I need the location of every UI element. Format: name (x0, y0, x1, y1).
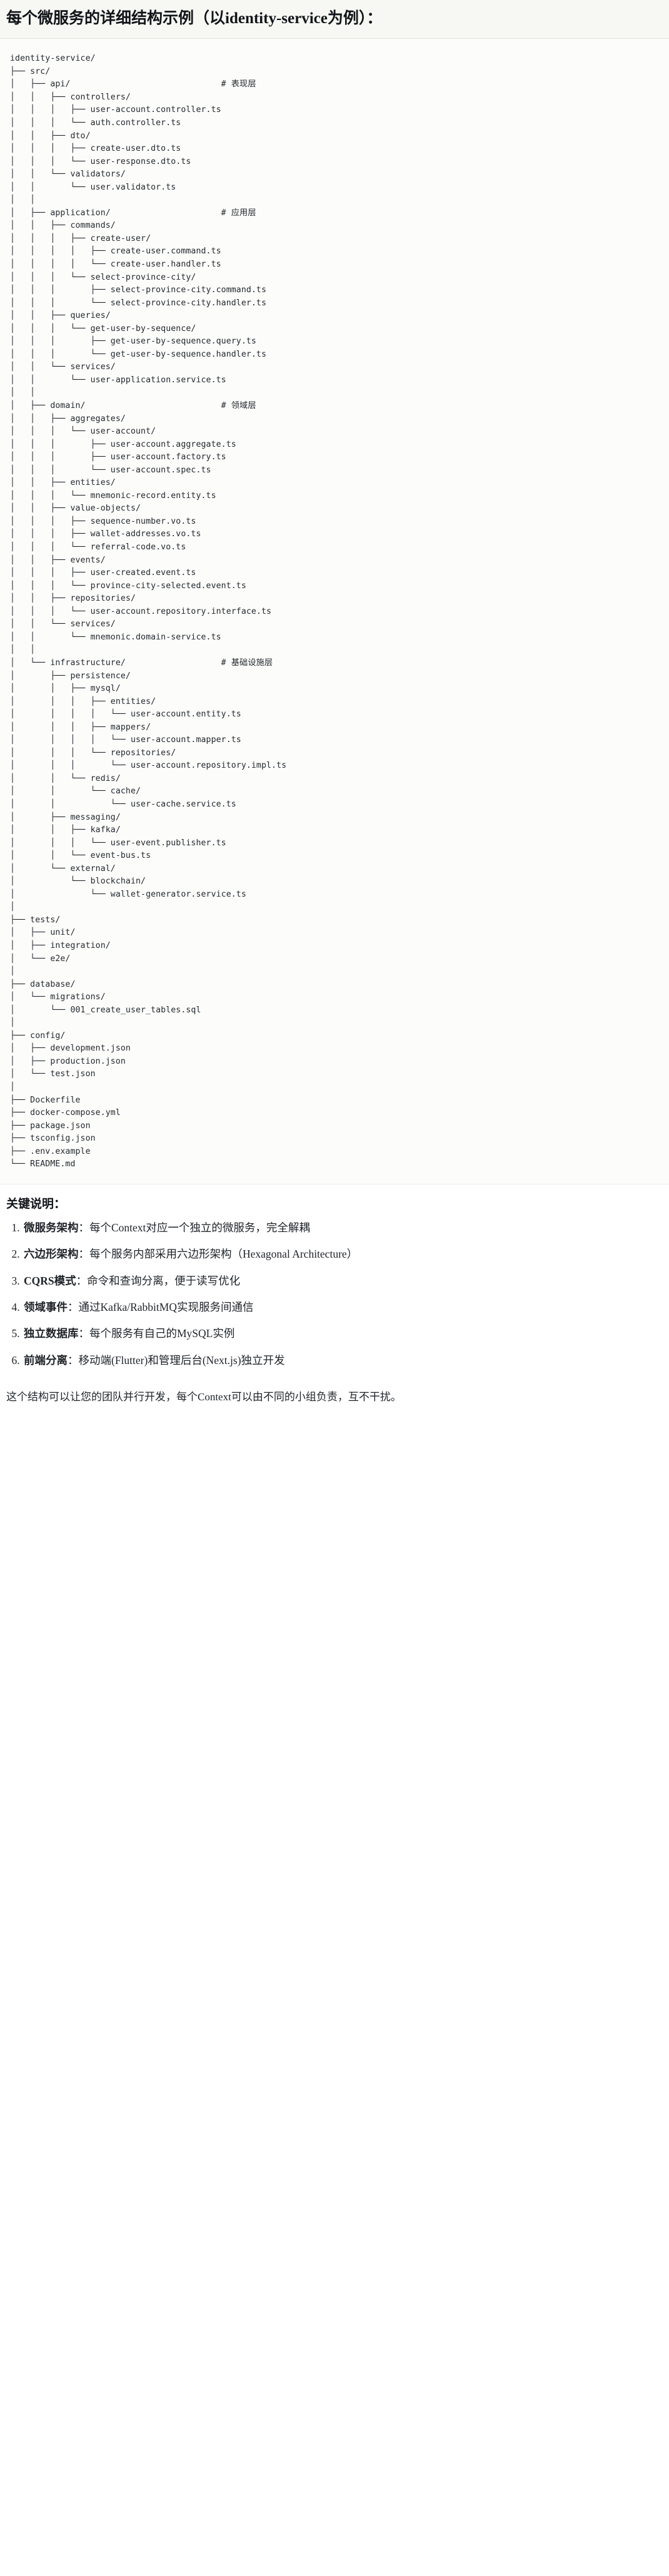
closing-paragraph: 这个结构可以让您的团队并行开发，每个Context可以由不同的小组负责，互不干扰… (6, 1391, 401, 1403)
key-point-term: 前端分离 (24, 1353, 68, 1367)
key-point-separator: ： (76, 1274, 88, 1287)
key-point-term: 独立数据库 (24, 1327, 79, 1340)
key-point-term: CQRS模式 (24, 1274, 76, 1287)
key-point-separator: ： (78, 1221, 90, 1234)
document-page: 每个微服务的详细结构示例（以identity-service为例）： ident… (0, 0, 669, 1417)
list-item: 前端分离：移动端(Flutter)和管理后台(Next.js)独立开发 (23, 1353, 663, 1368)
key-point-term: 六边形架构 (24, 1248, 79, 1261)
list-item: 独立数据库：每个服务有自己的MySQL实例 (23, 1326, 663, 1341)
directory-tree: identity-service/ ├── src/ │ ├── api/ # … (10, 54, 287, 1169)
key-point-separator: ： (68, 1353, 79, 1367)
title-band: 每个微服务的详细结构示例（以identity-service为例）： (0, 0, 669, 39)
key-point-term: 领域事件 (24, 1300, 68, 1313)
key-point-separator: ： (78, 1248, 90, 1261)
list-item: 领域事件：通过Kafka/RabbitMQ实现服务间通信 (23, 1300, 663, 1315)
list-item: 微服务架构：每个Context对应一个独立的微服务，完全解耦 (23, 1220, 663, 1236)
key-point-description: 每个Context对应一个独立的微服务，完全解耦 (89, 1221, 310, 1234)
key-points-section: 关键说明： 微服务架构：每个Context对应一个独立的微服务，完全解耦 六边形… (0, 1184, 669, 1383)
key-point-separator: ： (78, 1327, 90, 1340)
key-point-term: 微服务架构 (24, 1221, 79, 1234)
key-point-description: 通过Kafka/RabbitMQ实现服务间通信 (78, 1300, 254, 1313)
key-point-description: 命令和查询分离，便于读写优化 (87, 1274, 241, 1287)
page-title: 每个微服务的详细结构示例（以identity-service为例）： (6, 10, 383, 27)
key-point-description: 每个服务有自己的MySQL实例 (89, 1327, 235, 1340)
list-item: 六边形架构：每个服务内部采用六边形架构（Hexagonal Architectu… (23, 1246, 663, 1262)
key-point-description: 每个服务内部采用六边形架构（Hexagonal Architecture） (89, 1248, 358, 1261)
key-point-separator: ： (68, 1300, 79, 1313)
key-points-heading: 关键说明： (6, 1197, 66, 1211)
key-point-description: 移动端(Flutter)和管理后台(Next.js)独立开发 (78, 1353, 285, 1367)
key-points-list: 微服务架构：每个Context对应一个独立的微服务，完全解耦 六边形架构：每个服… (6, 1220, 663, 1368)
list-item: CQRS模式：命令和查询分离，便于读写优化 (23, 1273, 663, 1289)
directory-tree-block: identity-service/ ├── src/ │ ├── api/ # … (0, 39, 669, 1184)
